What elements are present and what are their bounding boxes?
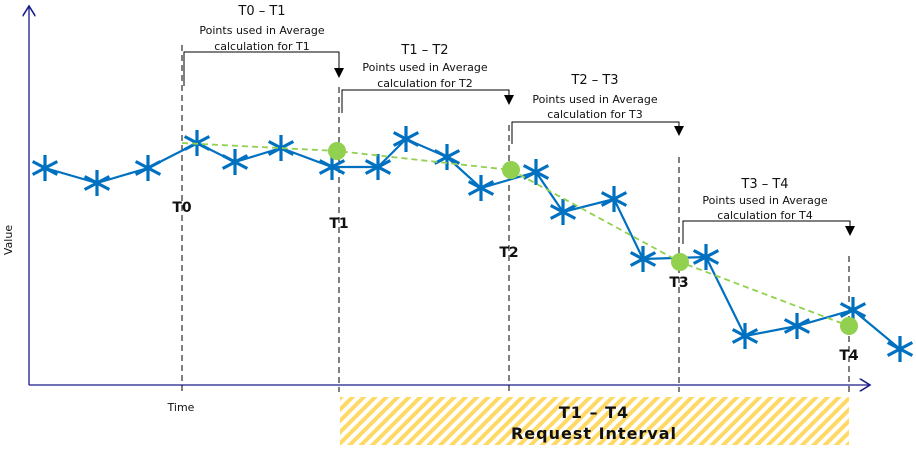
data-point-asterisk [783, 313, 811, 339]
data-point-asterisk [731, 323, 759, 349]
data-point-asterisk [433, 144, 461, 170]
data-point-asterisk [886, 336, 914, 362]
request-interval-label: Request Interval [511, 424, 677, 443]
y-axis-label: Value [2, 225, 15, 255]
data-point-asterisk [83, 170, 111, 196]
time-marker-label: T0 [172, 200, 192, 216]
data-point-asterisk [267, 135, 295, 161]
data-point-asterisk [600, 186, 628, 212]
data-point-asterisk [364, 154, 392, 180]
interval-bracket: T0 – T1 Points used in Average calculation… [183, 4, 344, 86]
data-point-asterisk [31, 155, 59, 181]
interval-line1: Points used in Average [702, 194, 827, 207]
data-point-asterisk [392, 126, 420, 152]
interval-line2: calculation for T2 [377, 77, 473, 90]
time-marker-label: T4 [839, 348, 859, 364]
time-marker-label: T1 [329, 216, 348, 232]
data-point-asterisk [467, 175, 495, 201]
average-point [328, 142, 346, 160]
interval-range: T1 – T2 [400, 43, 448, 58]
average-point [671, 253, 689, 271]
interval-line2: calculation for T3 [547, 108, 643, 121]
interval-range: T3 – T4 [740, 177, 788, 192]
interval-line2: calculation for T4 [717, 209, 813, 222]
data-point-asterisk [522, 159, 550, 185]
interval-line1: Points used in Average [362, 61, 487, 74]
interval-line2: calculation for T1 [214, 40, 310, 53]
data-point-asterisk [134, 155, 162, 181]
x-axis-label: Time [167, 401, 195, 414]
data-point-asterisk [692, 244, 720, 270]
value-series-line [44, 137, 901, 350]
average-point [502, 161, 520, 179]
interval-range: T2 – T3 [570, 73, 618, 88]
request-interval-box [340, 397, 849, 445]
data-point-asterisk [221, 149, 249, 175]
interval-bracket: T2 – T3 Points used in Average calculation… [511, 73, 684, 144]
interval-range: T0 – T1 [237, 4, 285, 19]
data-point-asterisk [549, 199, 577, 225]
interval-line1: Points used in Average [199, 24, 324, 37]
request-interval-range: T1 – T4 [559, 403, 629, 422]
data-point-asterisk [629, 246, 657, 272]
interval-bracket: T3 – T4 Points used in Average calculation… [682, 177, 855, 244]
time-marker-label: T2 [499, 245, 518, 261]
time-marker-label: T3 [669, 275, 688, 291]
interval-line1: Points used in Average [532, 93, 657, 106]
average-point [840, 317, 858, 335]
interval-bracket: T1 – T2 Points used in Average calculation… [341, 43, 514, 113]
